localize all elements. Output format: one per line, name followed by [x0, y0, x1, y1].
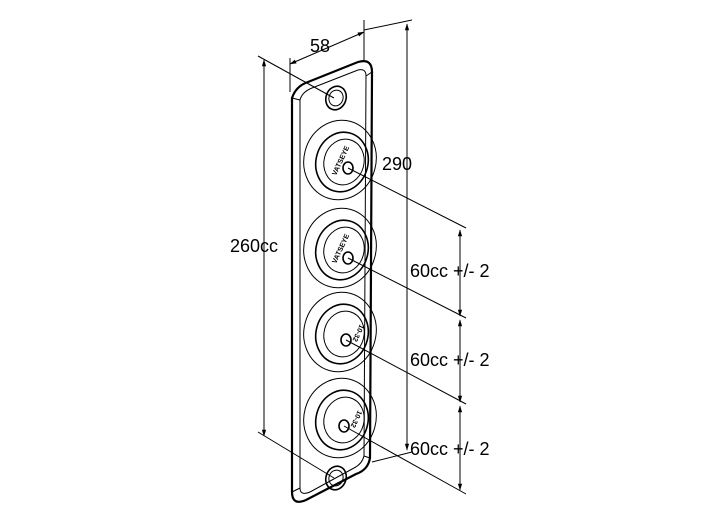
spacing-label-3: 60cc +/- 2	[410, 439, 490, 459]
left-height-label: 260cc	[230, 236, 278, 256]
spacing-dimensions: 60cc +/- 2 60cc +/- 2 60cc +/- 2	[343, 167, 490, 495]
height-label: 290	[382, 154, 412, 174]
width-dimension: 58	[289, 20, 365, 92]
socket-4-marking: 10-32	[349, 409, 363, 428]
left-height-dimension: 260cc	[230, 55, 335, 479]
mounting-hole-top	[324, 85, 348, 111]
width-label: 58	[310, 36, 330, 56]
socket-1-marking: VATSEYE	[331, 145, 351, 177]
spacing-label-2: 60cc +/- 2	[410, 350, 490, 370]
socket-2-marking: VATSEYE	[331, 233, 351, 265]
panel-body	[290, 60, 374, 503]
socket-4: 10-32	[303, 377, 377, 459]
spacing-label-1: 60cc +/- 2	[410, 261, 490, 281]
socket-3-marking: 10-32	[351, 323, 365, 342]
height-dimension: 290	[363, 19, 413, 463]
